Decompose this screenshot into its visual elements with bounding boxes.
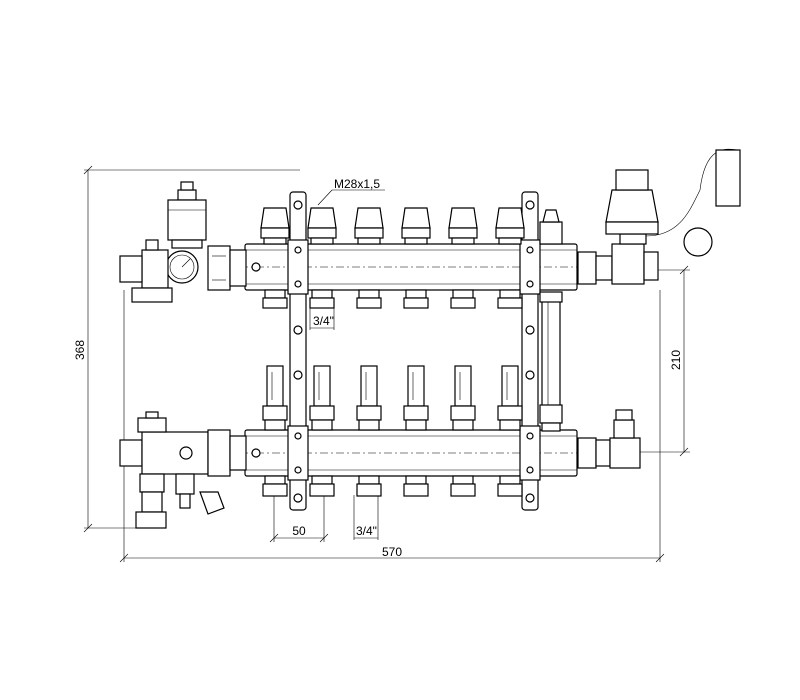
bottom-nut-2	[309, 475, 335, 497]
top-nut-6	[497, 289, 523, 309]
top-nut-3	[356, 289, 382, 309]
flowmeter-1	[262, 365, 288, 431]
valve-cap-5	[448, 207, 478, 245]
bottom-nut-1	[262, 475, 288, 497]
drain-valve-assembly	[119, 411, 247, 529]
thermostat-assembly	[577, 148, 741, 285]
valve-cap-1	[260, 207, 290, 245]
flowmeter-2	[309, 365, 335, 431]
dim-thread-bottom: 3/4"	[356, 524, 377, 538]
dim-overall-height: 368	[73, 340, 87, 360]
top-nut-4	[403, 289, 429, 309]
dim-thread-top: 3/4"	[313, 314, 334, 328]
top-valve-caps	[260, 207, 525, 245]
top-manifold-bar	[240, 239, 640, 295]
valve-cap-2	[307, 207, 337, 245]
valve-cap-3	[354, 207, 384, 245]
dim-nut-thread: M28x1,5	[334, 177, 380, 191]
valve-cap-6	[495, 207, 525, 245]
flowmeter-3	[356, 365, 382, 431]
return-adapter-assembly	[577, 409, 641, 469]
dim-bar-spacing: 210	[669, 350, 683, 370]
bottom-nut-4	[403, 475, 429, 497]
air-vent-top-right	[539, 209, 563, 245]
flowmeters	[262, 365, 523, 431]
flowmeter-5	[450, 365, 476, 431]
bottom-nut-3	[356, 475, 382, 497]
top-outlet-nuts	[262, 289, 523, 309]
top-nut-2	[309, 289, 335, 309]
pressure-gauge-assembly	[119, 181, 247, 303]
dim-overall-width: 570	[382, 545, 402, 559]
top-nut-5	[450, 289, 476, 309]
bottom-outlet-nuts	[262, 475, 523, 497]
flowmeter-6	[497, 365, 523, 431]
bottom-nut-5	[450, 475, 476, 497]
flowmeter-4	[403, 365, 429, 431]
valve-cap-4	[401, 207, 431, 245]
bypass-pipe	[539, 291, 563, 432]
top-nut-1	[262, 289, 288, 309]
bottom-nut-6	[497, 475, 523, 497]
dim-outlet-pitch: 50	[292, 524, 306, 538]
